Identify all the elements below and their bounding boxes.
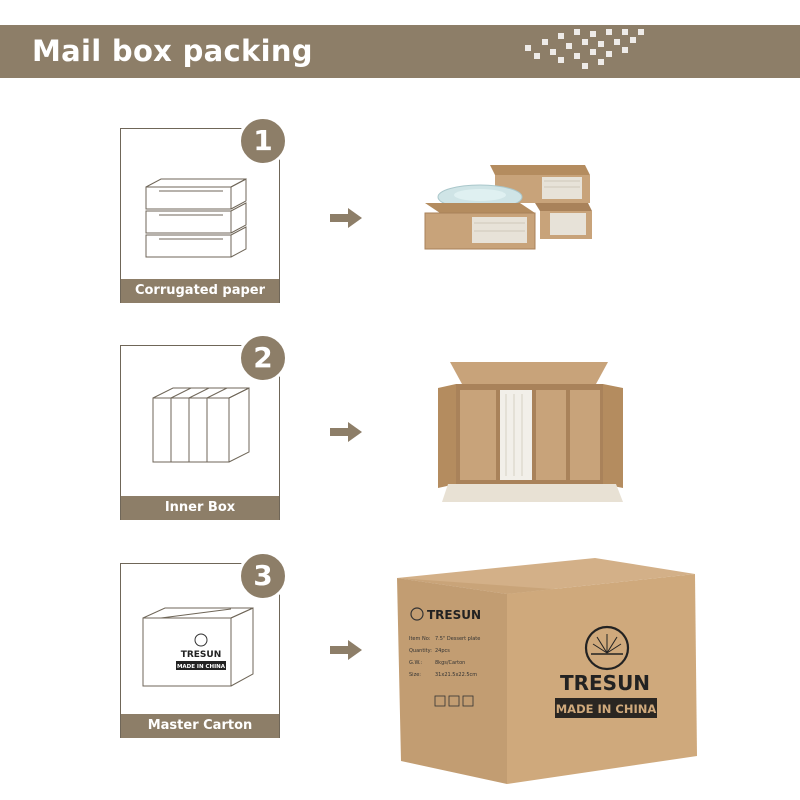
handling-symbols-icon — [434, 695, 474, 707]
spec-label-qty: Quantity: — [409, 648, 432, 654]
spec-value-qty: 24pcs — [435, 648, 450, 654]
step-2-card: 2 Inner Box — [120, 333, 288, 520]
step-3-label: Master Carton — [121, 714, 279, 738]
inner-box-photo — [438, 362, 623, 502]
step-1-card: 1 Corrugated paper box — [120, 116, 288, 322]
sketch-brand-text: TRESUN — [181, 650, 222, 660]
pixel-pattern-decoration — [525, 29, 644, 69]
step-3-card: TRESUN MADE IN CHINA 3 Master Carton — [120, 551, 288, 738]
front-made-in-text: MADE IN CHINA — [556, 702, 657, 716]
spec-label-gw: G.W.: — [409, 660, 422, 666]
right-arrow-icon — [330, 208, 362, 228]
spec-value-item: 7.5" Dessert plate — [435, 636, 480, 642]
sketch-made-in-text: MADE IN CHINA — [177, 664, 226, 670]
right-arrow-icon — [330, 640, 362, 660]
spec-value-size: 31x21.5x22.5cm — [435, 672, 477, 678]
stacked-mail-boxes-icon — [145, 178, 247, 258]
step-3-number: 3 — [238, 551, 288, 601]
side-brand-text: TRESUN — [427, 608, 481, 622]
step-1-number: 1 — [238, 116, 288, 166]
step-2-number: 2 — [238, 333, 288, 383]
inner-box-icon — [152, 387, 250, 463]
brand-logo-icon — [584, 625, 630, 671]
master-carton-icon: TRESUN MADE IN CHINA — [142, 607, 254, 687]
front-brand-text: TRESUN — [560, 671, 650, 695]
step-2-label: Inner Box — [121, 496, 279, 520]
header-banner: Mail box packing — [0, 25, 800, 78]
right-arrow-icon — [330, 422, 362, 442]
step-1-label: Corrugated paper box — [121, 279, 279, 322]
spec-label-size: Size: — [409, 672, 421, 678]
spec-value-gw: 8kgs/Carton — [435, 660, 465, 666]
page-title: Mail box packing — [32, 34, 313, 68]
mail-boxes-photo — [424, 165, 592, 250]
master-carton-photo: TRESUN Item No: 7.5" Dessert plate Quant… — [397, 558, 697, 784]
spec-label-item: Item No: — [409, 636, 431, 642]
